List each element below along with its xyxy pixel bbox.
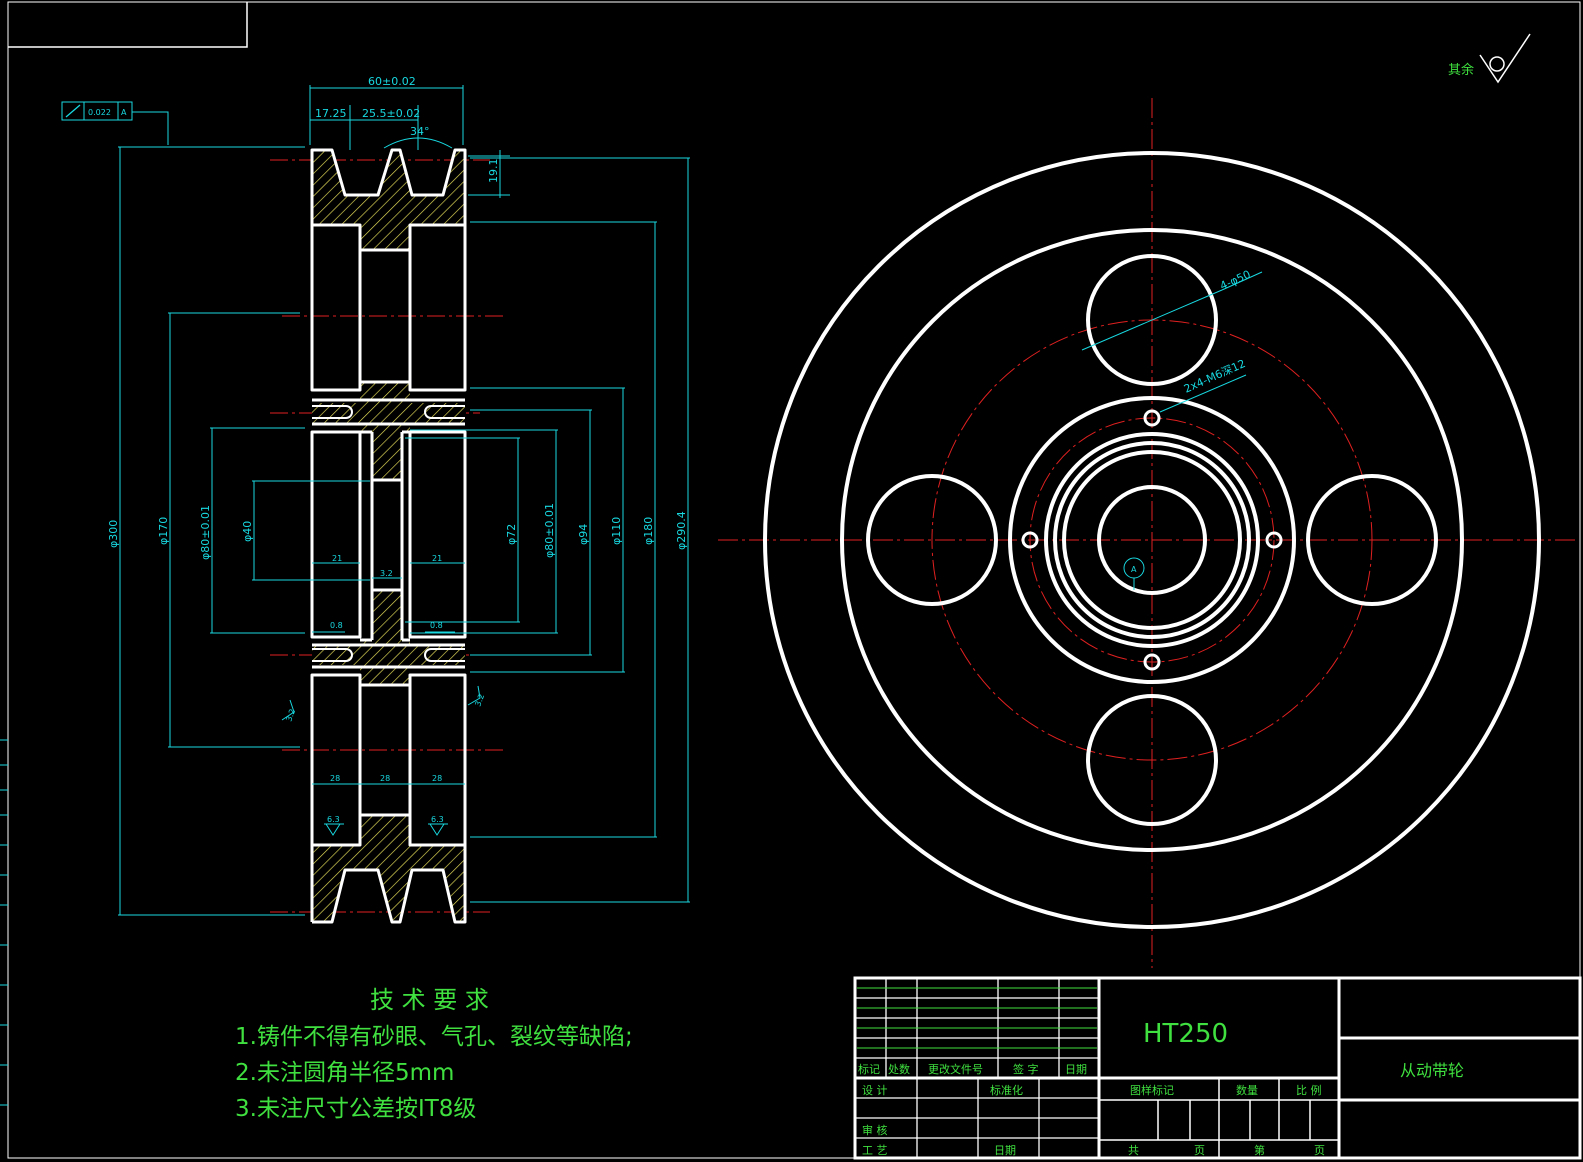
roughness-6-3-right: 6.3 bbox=[431, 815, 444, 824]
dim-w3-2: 3.2 bbox=[380, 569, 393, 578]
dim-w28-left: 28 bbox=[330, 774, 340, 783]
section-hatch bbox=[312, 150, 465, 922]
section-dimension-lines bbox=[118, 85, 690, 916]
tb-quantity: 数量 bbox=[1236, 1084, 1258, 1097]
tb-label-mark: 标记 bbox=[858, 1062, 880, 1076]
hub-ring-circle bbox=[1062, 450, 1242, 630]
roughness-3-2-right: 3.2 bbox=[473, 693, 486, 708]
bore-circle bbox=[1097, 485, 1207, 595]
threaded-hole-marks bbox=[1021, 409, 1283, 671]
tolerance-value: 0.022 bbox=[88, 108, 111, 117]
tb-label-sign: 签 字 bbox=[1013, 1062, 1039, 1076]
tb-date: 日期 bbox=[994, 1144, 1016, 1157]
frame-ticks bbox=[0, 739, 8, 1106]
dim-phi40: φ40 bbox=[241, 521, 254, 542]
tb-label-date: 日期 bbox=[1065, 1063, 1087, 1076]
front-leaders bbox=[1081, 271, 1263, 590]
tb-material: HT250 bbox=[1143, 1019, 1228, 1049]
label-threads: 2x4-M6深12 bbox=[1182, 357, 1248, 396]
front-outline bbox=[763, 151, 1541, 929]
dim-phi180: φ180 bbox=[642, 517, 655, 545]
datum-a: A bbox=[1131, 565, 1137, 574]
drawing-frame bbox=[7, 1, 1581, 1159]
tb-page: 页 bbox=[1314, 1144, 1325, 1157]
tech-req-item-2: 2.未注圆角半径5mm bbox=[235, 1060, 454, 1086]
hub-step-circle bbox=[1044, 432, 1260, 648]
dim-25-5: 25.5±0.02 bbox=[362, 107, 420, 120]
dim-chamfer-left: 0.8 bbox=[330, 621, 343, 630]
dim-phi110: φ110 bbox=[610, 517, 623, 545]
front-centerlines bbox=[718, 98, 1575, 968]
tb-label-change: 更改文件号 bbox=[928, 1062, 983, 1076]
roughness-other: 其余 bbox=[1448, 33, 1531, 84]
dim-phi80-left: φ80±0.01 bbox=[199, 505, 212, 560]
dim-groove-depth: 19.1 bbox=[487, 159, 500, 184]
dim-w28-right: 28 bbox=[432, 774, 442, 783]
hub-inner-circle bbox=[1053, 441, 1251, 639]
section-centerlines bbox=[270, 159, 505, 913]
tolerance-datum: A bbox=[121, 108, 127, 117]
front-view: 4-φ50 2x4-M6深12 A bbox=[718, 98, 1575, 968]
tb-part-name: 从动带轮 bbox=[1400, 1061, 1464, 1080]
roughness-6-3-left: 6.3 bbox=[327, 815, 340, 824]
dim-phi300: φ300 bbox=[107, 520, 120, 548]
web-hole-left bbox=[866, 474, 998, 606]
tech-req-title: 技 术 要 求 bbox=[370, 986, 489, 1014]
web-hole-right bbox=[1306, 474, 1438, 606]
tb-label-count: 处数 bbox=[888, 1063, 910, 1076]
technical-requirements: 技 术 要 求 1.铸件不得有砂眼、气孔、裂纹等缺陷; 2.未注圆角半径5mm … bbox=[235, 986, 633, 1122]
dim-w28-mid: 28 bbox=[380, 774, 390, 783]
tb-design: 设 计 bbox=[862, 1084, 888, 1097]
tech-req-item-3: 3.未注尺寸公差按IT8级 bbox=[235, 1096, 476, 1122]
tolerance-frame: 0.022 A bbox=[61, 101, 133, 121]
tb-sheet: 页 bbox=[1194, 1144, 1205, 1157]
dim-chamfer-right: 0.8 bbox=[430, 621, 443, 630]
outer-rim-circle bbox=[763, 151, 1541, 929]
dim-phi290-4: φ290.4 bbox=[675, 511, 688, 550]
dim-17-25: 17.25 bbox=[315, 107, 347, 120]
dim-phi94: φ94 bbox=[577, 524, 590, 545]
title-block: 标记 处数 更改文件号 签 字 日期 设 计 标准化 审 核 工 艺 日期 HT… bbox=[853, 976, 1582, 1160]
dim-width-total: 60±0.02 bbox=[368, 75, 416, 88]
section-outline bbox=[310, 148, 467, 924]
dim-groove-angle: 34° bbox=[410, 125, 430, 138]
section-threaded-holes bbox=[312, 405, 465, 662]
web-hole-top bbox=[1086, 254, 1218, 386]
tb-review: 审 核 bbox=[862, 1123, 888, 1137]
dim-w21-right: 21 bbox=[432, 554, 442, 563]
dim-phi72: φ72 bbox=[505, 524, 518, 545]
tb-process: 工 艺 bbox=[862, 1144, 888, 1157]
tb-standard: 标准化 bbox=[990, 1083, 1023, 1097]
dim-phi170: φ170 bbox=[157, 517, 170, 545]
tb-total: 共 bbox=[1128, 1144, 1139, 1157]
roughness-other-label: 其余 bbox=[1448, 62, 1474, 78]
tb-number: 第 bbox=[1254, 1143, 1265, 1157]
tb-scale: 比 例 bbox=[1296, 1083, 1322, 1097]
inner-rim-circle bbox=[840, 228, 1464, 852]
dim-phi80-right: φ80±0.01 bbox=[543, 503, 556, 558]
web-hole-bottom bbox=[1086, 694, 1218, 826]
hub-outer-circle bbox=[1008, 396, 1296, 684]
section-dimension-text: 60±0.02 17.25 25.5±0.02 34° 19.1 φ300 φ1… bbox=[107, 75, 688, 783]
tech-req-item-1: 1.铸件不得有砂眼、气孔、裂纹等缺陷; bbox=[235, 1024, 633, 1050]
roughness-symbols bbox=[281, 685, 481, 836]
dim-w21-left: 21 bbox=[332, 554, 342, 563]
roughness-3-2-left: 3.2 bbox=[284, 708, 297, 723]
section-view: 0.022 A 60±0.02 17.25 25.5±0.02 34° 19.1… bbox=[61, 75, 690, 924]
label-holes: 4-φ50 bbox=[1218, 268, 1253, 293]
tb-stage-mark: 图样标记 bbox=[1130, 1083, 1174, 1097]
